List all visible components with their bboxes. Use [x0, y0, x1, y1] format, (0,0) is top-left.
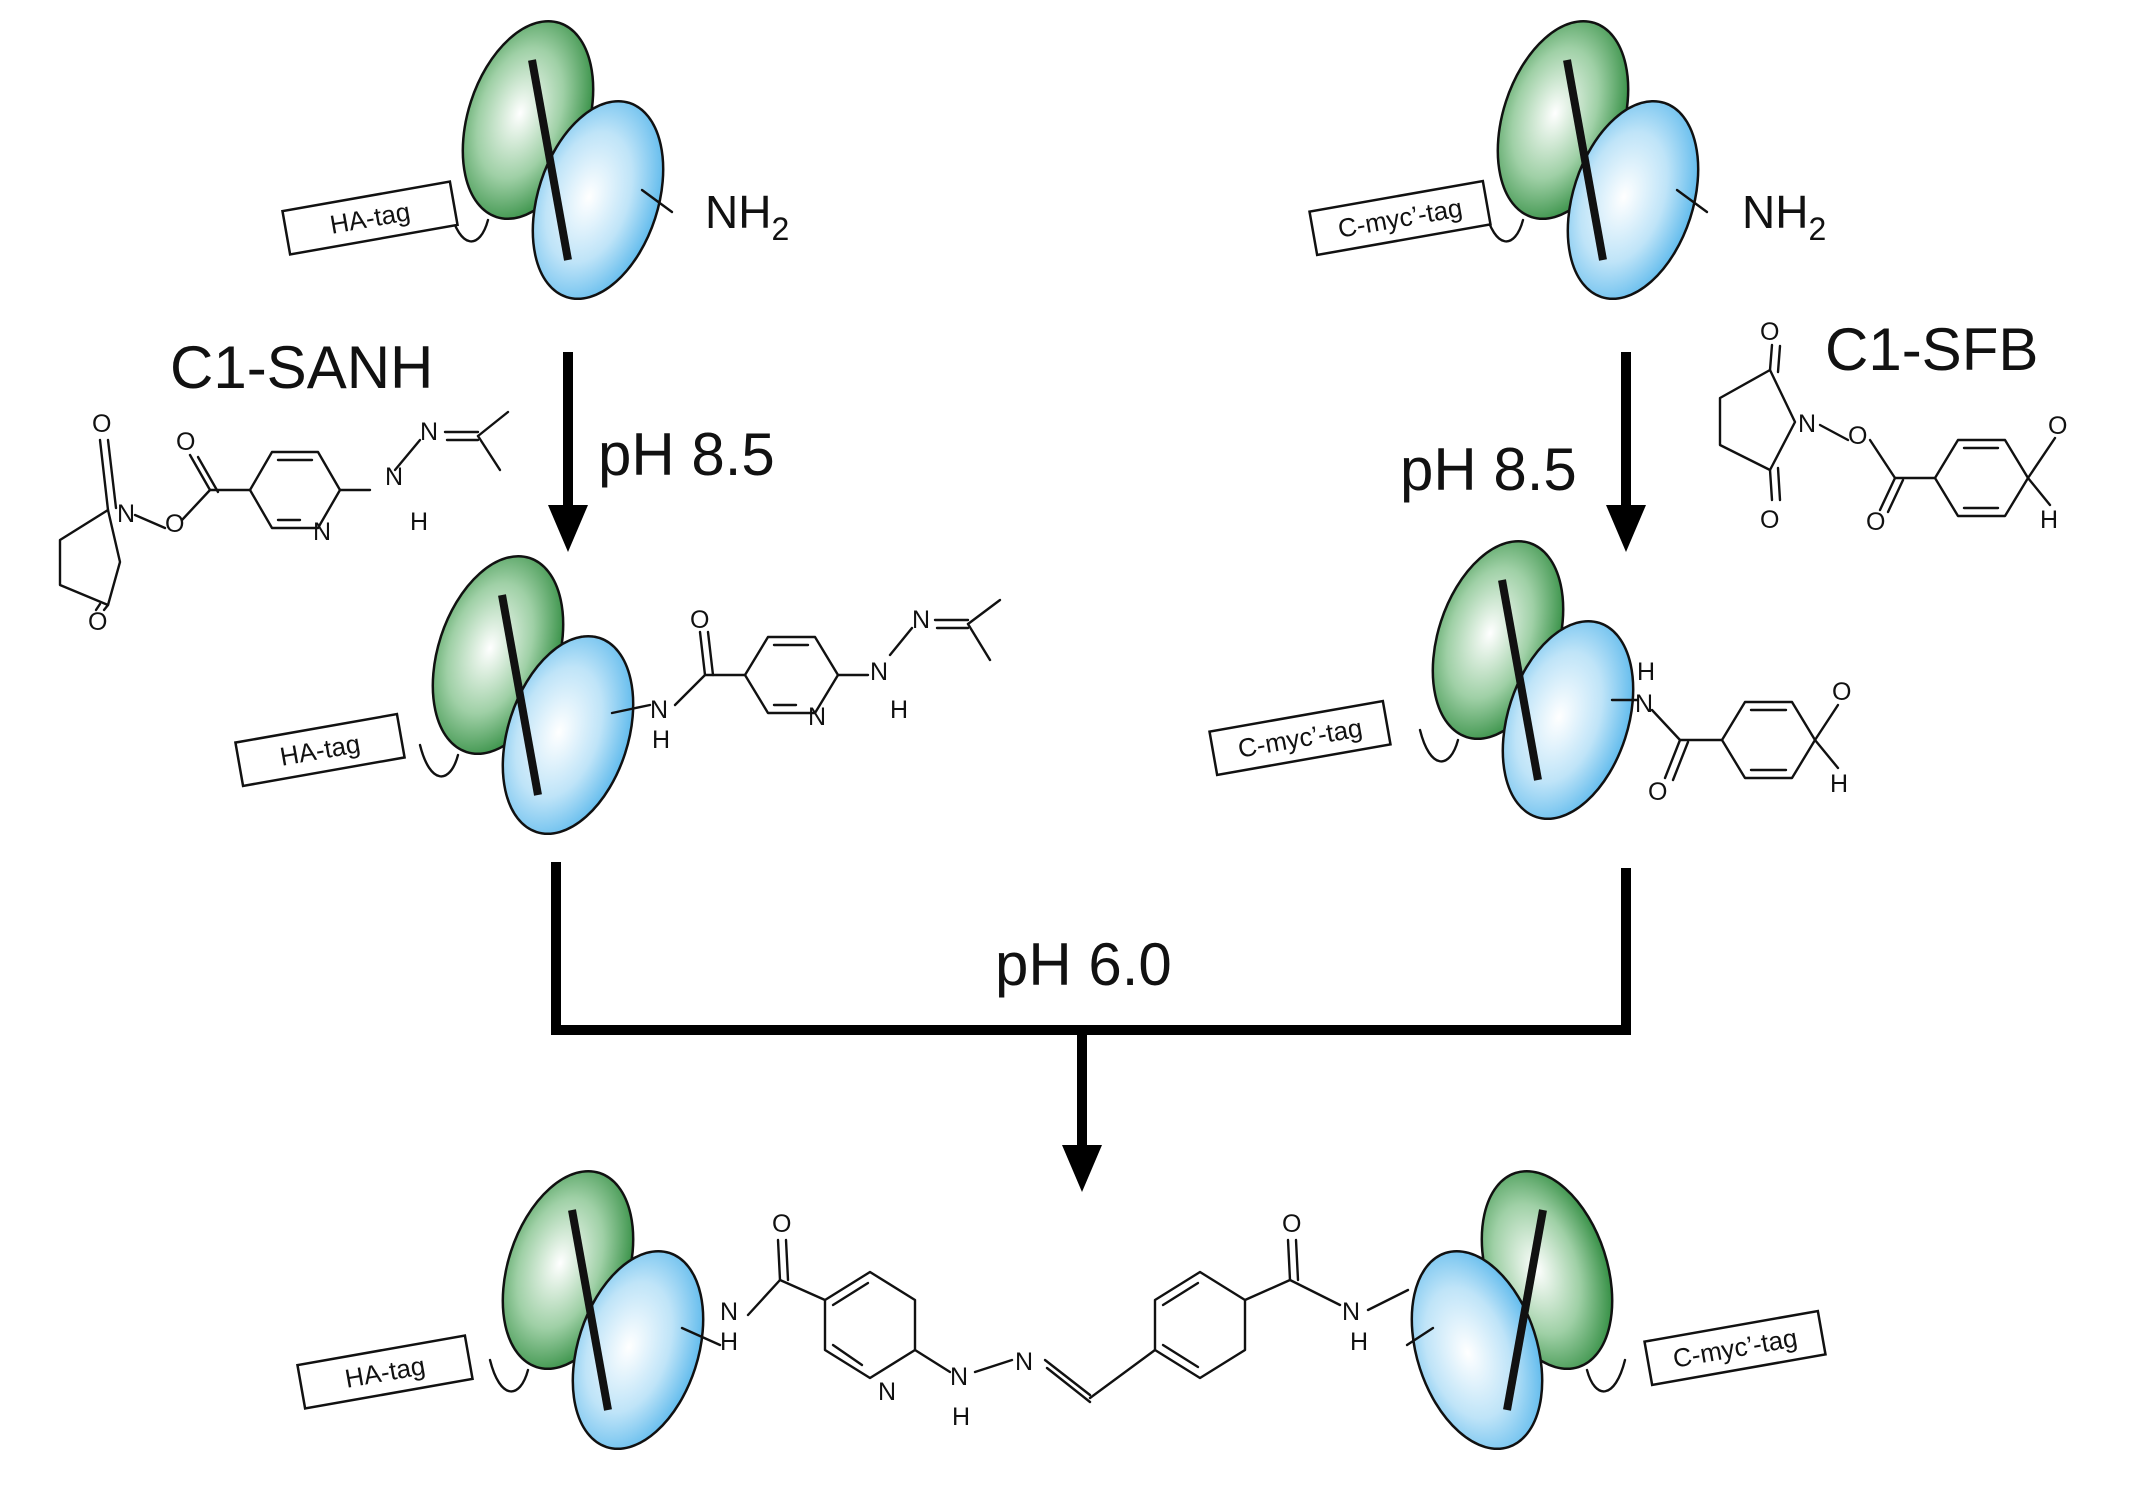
myc-antibody-top — [1474, 4, 1721, 315]
atom-label: N — [1798, 410, 1816, 438]
condition-right-ph: pH 8.5 — [1400, 436, 1577, 503]
myc-tag-box-top: C-myc’-tag — [1308, 179, 1492, 257]
atom-label: O — [88, 608, 107, 636]
atom-label: H — [1830, 770, 1848, 798]
myc-antibody-conjugate — [1388, 1154, 1635, 1465]
atom-label: N — [878, 1378, 896, 1406]
atom-label: N — [385, 463, 403, 491]
atom-label: O — [2048, 412, 2067, 440]
ha-tag-box-mid: HA-tag — [233, 712, 407, 788]
atom-label: H — [720, 1328, 738, 1356]
myc-antibody-activated — [1409, 524, 1656, 835]
ha-antibody-top — [439, 4, 686, 315]
atom-label: N — [1015, 1348, 1033, 1376]
amine-label-right: NH2 — [1742, 186, 1826, 247]
atom-label: O — [176, 428, 195, 456]
atom-label: O — [1760, 506, 1779, 534]
atom-label: N — [650, 696, 668, 724]
ha-tag-box-bottom: HA-tag — [296, 1334, 474, 1410]
fb-linker-structure: H N O O H — [1635, 658, 1851, 806]
atom-label: N — [912, 606, 930, 634]
ha-antibody-conjugate — [479, 1154, 726, 1465]
atom-label: N — [1342, 1298, 1360, 1326]
arrow-right-step — [1606, 352, 1646, 552]
atom-label: O — [1866, 508, 1885, 536]
atom-label: O — [1832, 678, 1851, 706]
hydrazone-bond-structure: N H O N N H N O N H — [720, 1210, 1410, 1431]
atom-label: O — [92, 410, 111, 438]
atom-label: H — [1637, 658, 1655, 686]
atom-label: O — [1282, 1210, 1301, 1238]
atom-label: O — [1760, 318, 1779, 346]
ha-antibody-activated — [409, 539, 656, 850]
atom-label: O — [1648, 778, 1667, 806]
reagent-sfb-label: C1-SFB — [1825, 316, 2038, 383]
condition-left-ph: pH 8.5 — [598, 421, 775, 488]
ha-tag-box-top: HA-tag — [281, 180, 459, 256]
atom-label: H — [410, 508, 428, 536]
atom-label: N — [870, 658, 888, 686]
atom-label: H — [952, 1403, 970, 1431]
sanh-structure: O O N O O N N N H — [58, 410, 510, 636]
atom-label: O — [690, 606, 709, 634]
atom-label: N — [808, 703, 826, 731]
condition-conjugation-ph: pH 6.0 — [995, 931, 1172, 998]
atom-label: N — [720, 1298, 738, 1326]
hynic-linker-structure: N H O N N N H — [650, 598, 1002, 754]
atom-label: O — [772, 1210, 791, 1238]
arrow-left-step — [548, 352, 588, 552]
myc-tag-box-bottom: C-myc’-tag — [1643, 1309, 1827, 1387]
reagent-sanh-label: C1-SANH — [170, 334, 433, 401]
myc-tag-box-mid: C-myc’-tag — [1208, 699, 1392, 777]
atom-label: H — [652, 726, 670, 754]
atom-label: N — [117, 500, 135, 528]
atom-label: N — [420, 418, 438, 446]
sfb-structure: O O N O O O H — [1718, 318, 2067, 536]
merge-bracket — [551, 862, 1631, 1192]
atom-label: H — [1350, 1328, 1368, 1356]
atom-label: N — [950, 1363, 968, 1391]
atom-label: H — [2040, 506, 2058, 534]
atom-label: N — [313, 518, 331, 546]
atom-label: H — [890, 696, 908, 724]
atom-label: N — [1635, 690, 1653, 718]
atom-label: O — [165, 510, 184, 538]
amine-label-left: NH2 — [705, 186, 789, 247]
atom-label: O — [1848, 422, 1867, 450]
